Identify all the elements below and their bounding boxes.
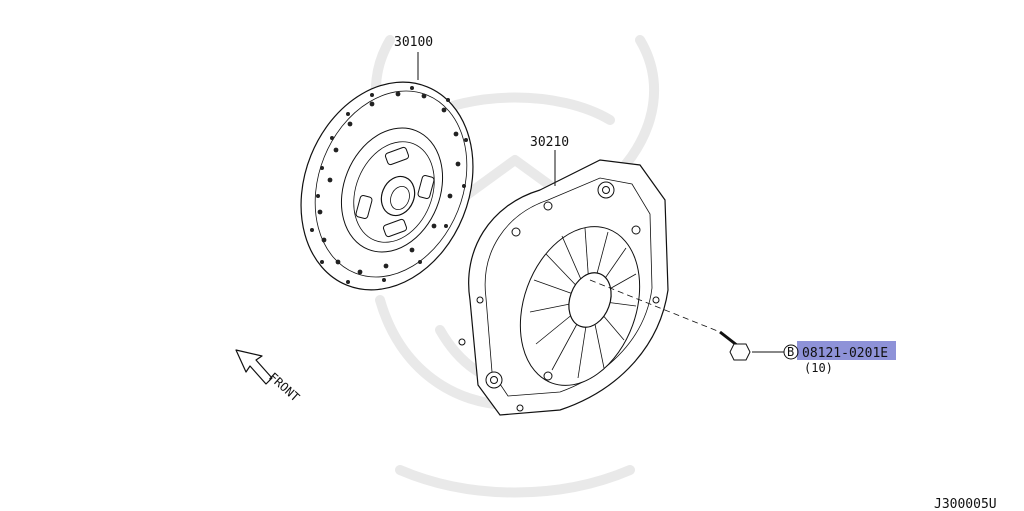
part-number-30210[interactable]: 30210 [530,135,569,150]
part-number-bolt[interactable]: 08121-0201E [802,346,888,361]
bolt-quantity: (10) [804,361,833,375]
cover-mounting-lugs [458,181,660,412]
cover-bolt[interactable] [719,330,751,361]
clutch-disc[interactable] [271,56,503,316]
bolt-callout[interactable]: B 08121-0201E (10) [783,341,896,375]
front-direction-indicator: FRONT [235,349,302,405]
part-number-highlight [797,341,896,360]
part-number-30100[interactable]: 30100 [394,35,433,50]
clutch-cover[interactable] [458,159,669,416]
disc-rivet-holes [310,86,468,284]
disc-damper-springs [355,146,435,238]
bolt-axis-dashed-line [589,279,721,333]
front-arrow-icon [235,349,273,385]
figure-code: J300005U [934,497,997,511]
callout-circle [783,344,799,360]
front-label: FRONT [266,370,302,405]
callout-letter: B [787,345,794,359]
